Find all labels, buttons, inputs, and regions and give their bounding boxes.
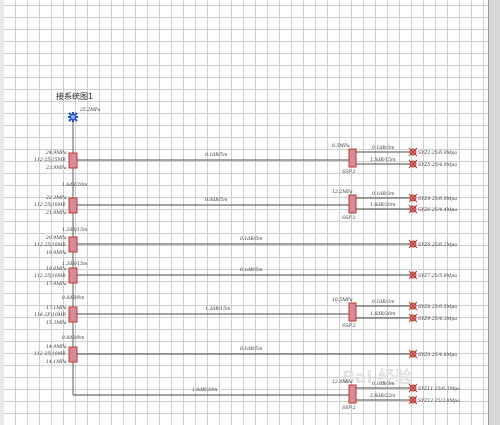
drop-loss-label: 1.6dB/20m <box>370 311 396 317</box>
outlet-label: SYZ12-25/3.8Mpa <box>418 398 460 404</box>
splitter-model: SSP-2 <box>342 215 356 221</box>
branch-row: 14.9MPa 112-25|10MB 14.1MPa 0.1dB/5m SYZ… <box>34 344 457 365</box>
tap-node[interactable] <box>68 306 78 323</box>
tap-node[interactable] <box>68 267 78 284</box>
tap-out-level: 21.9MPa <box>45 210 67 216</box>
cable-loss-label: 0.6dB/5m <box>205 197 228 203</box>
cable-loss-label: 0.1dB/5m <box>240 346 263 352</box>
outlet-icon[interactable] <box>408 383 418 393</box>
trunk-label: 1.2dB/15m <box>62 227 88 233</box>
splitter-node[interactable] <box>348 302 357 322</box>
splitter-model: SSP-2 <box>342 169 356 175</box>
drop-loss-label: 1.5dB/15m <box>370 157 396 163</box>
splitter-model: SSP-2 <box>342 405 356 411</box>
splitter-level: 8.5MPa <box>332 143 350 149</box>
outlet-icon[interactable] <box>408 270 418 280</box>
outlet-icon[interactable] <box>408 313 418 323</box>
drop-loss-label: 0.1dB/3m <box>372 145 395 151</box>
splitter-model: SSP-2 <box>342 323 356 329</box>
splitter-level: 12.8MPa <box>332 379 353 385</box>
splitter-level: 12.2MPa <box>332 189 353 195</box>
drop-loss-label: 0.1dB/3m <box>372 299 395 305</box>
branch-row: 20.9MPa 112-25|10MB 19.9MPa 0.1dB/5m SYZ… <box>34 235 457 256</box>
drop-loss-label: 0.1dB/3m <box>372 191 395 197</box>
cable-loss-label: 0.1dB/5m <box>240 236 263 242</box>
outlet-label: SYZ6-25/4.4Mpa <box>418 207 457 213</box>
tap-out-level: 19.9MPa <box>46 250 67 256</box>
trunk-label: 1.6dB/20m <box>62 182 88 188</box>
outlet-icon[interactable] <box>408 204 418 214</box>
tap-model: 112-25|10MB <box>34 242 66 248</box>
splitter-node[interactable] <box>348 148 357 168</box>
outlet-label: SYZ2-25/6.9Mpa <box>418 150 457 156</box>
branch-row: 1.6dB/20m 12.8MPa SSP-2 0.1dB/3m 2.6dB/2… <box>73 379 460 411</box>
cable-loss-label: 0.1dB/5m <box>240 267 263 273</box>
trunk-label: 0.6dB/8m <box>62 335 85 341</box>
cable-loss-label: 1.2dB/15m <box>205 306 231 312</box>
outlet-icon[interactable] <box>408 159 418 169</box>
outlet-label: SYZ7-25/5.9Mpa <box>418 273 457 279</box>
tap-out-level: 14.1MPa <box>46 359 67 365</box>
branch-row: 17.1MPa 116-2F|10MB 15.3MPa 1.2dB/15m 10… <box>34 297 457 329</box>
branch-row: 24.9MPa 112-25|15MB 23.9MPa 0.1dB/5m 8.5… <box>34 143 457 175</box>
signal-source-icon[interactable] <box>68 112 78 122</box>
drop-loss-label: 2.6dB/22m <box>369 393 396 399</box>
tap-out-level: 23.9MPa <box>45 165 67 171</box>
tap-in-level: 18.6MPa <box>46 266 67 272</box>
outlet-icon[interactable] <box>408 395 418 405</box>
outlet-label: SYZ0-25/4.8Mpa <box>418 352 457 358</box>
tap-out-level: 15.3MPa <box>46 320 67 326</box>
tap-in-level: 14.9MPa <box>46 344 67 350</box>
branch-row: 18.6MPa 112-25|10MB 17.9MPa 0.1dB/5m SYZ… <box>34 266 457 287</box>
outlet-icon[interactable] <box>408 349 418 359</box>
tap-node[interactable] <box>68 236 78 253</box>
splitter-level: 10.5MPa <box>332 297 353 303</box>
tap-model: 112-25|10MB <box>34 273 66 279</box>
trunk-label: 1.2dB/15m <box>62 261 88 267</box>
outlet-label: SYZ9-25/4.3Mpa <box>418 316 457 322</box>
tap-out-level: 17.9MPa <box>46 281 67 287</box>
tap-in-level: 24.9MPa <box>45 150 67 156</box>
outlet-icon[interactable] <box>408 301 418 311</box>
outlet-icon[interactable] <box>408 239 418 249</box>
trunk-label: 0.6dB/8m <box>62 295 85 301</box>
drop-loss-label: 1.6dB/20m <box>370 202 396 208</box>
tap-model: 112-25|10MB <box>34 202 66 208</box>
tap-model: 116-2F|10MB <box>34 312 67 318</box>
outlet-icon[interactable] <box>408 147 418 157</box>
tap-node[interactable] <box>68 346 78 363</box>
outlet-label: SYZ6-25/6.2Mpa <box>418 242 457 248</box>
tap-model: 112-25|10MB <box>34 351 66 357</box>
tap-in-level: 20.9MPa <box>45 235 67 241</box>
tap-in-level: 17.1MPa <box>46 305 67 311</box>
tap-in-level: 22.3MPa <box>45 195 67 201</box>
tap-node[interactable] <box>68 152 78 169</box>
source-level-label: 25.2MPa <box>79 107 101 113</box>
outlet-icon[interactable] <box>408 193 418 203</box>
branch-row: 22.3MPa 112-25|10MB 21.9MPa 0.6dB/5m 12.… <box>34 189 457 221</box>
diagram-title: 接系统图1 <box>56 91 93 101</box>
outlet-label: SYZ4-25/6.9Mpa <box>418 196 457 202</box>
drop-loss-label: 0.1dB/3m <box>372 381 395 387</box>
outlet-label: SYZ5-25/4.9Mpa <box>418 162 457 168</box>
outlet-label: SYZ8-25/6.5Mpa <box>418 304 457 310</box>
tap-node[interactable] <box>68 197 78 214</box>
splitter-node[interactable] <box>348 194 357 214</box>
cable-loss-label: 1.6dB/20m <box>192 387 218 393</box>
tap-model: 112-25|15MB <box>34 157 66 163</box>
cable-loss-label: 0.1dB/5m <box>205 152 228 158</box>
vertical-scrollbar[interactable] <box>488 0 500 425</box>
watermark-text: Bai 经验 <box>342 367 413 388</box>
outlet-label: SYZ11-25/6.3Mpa <box>418 386 460 392</box>
splitter-node[interactable] <box>348 384 357 404</box>
